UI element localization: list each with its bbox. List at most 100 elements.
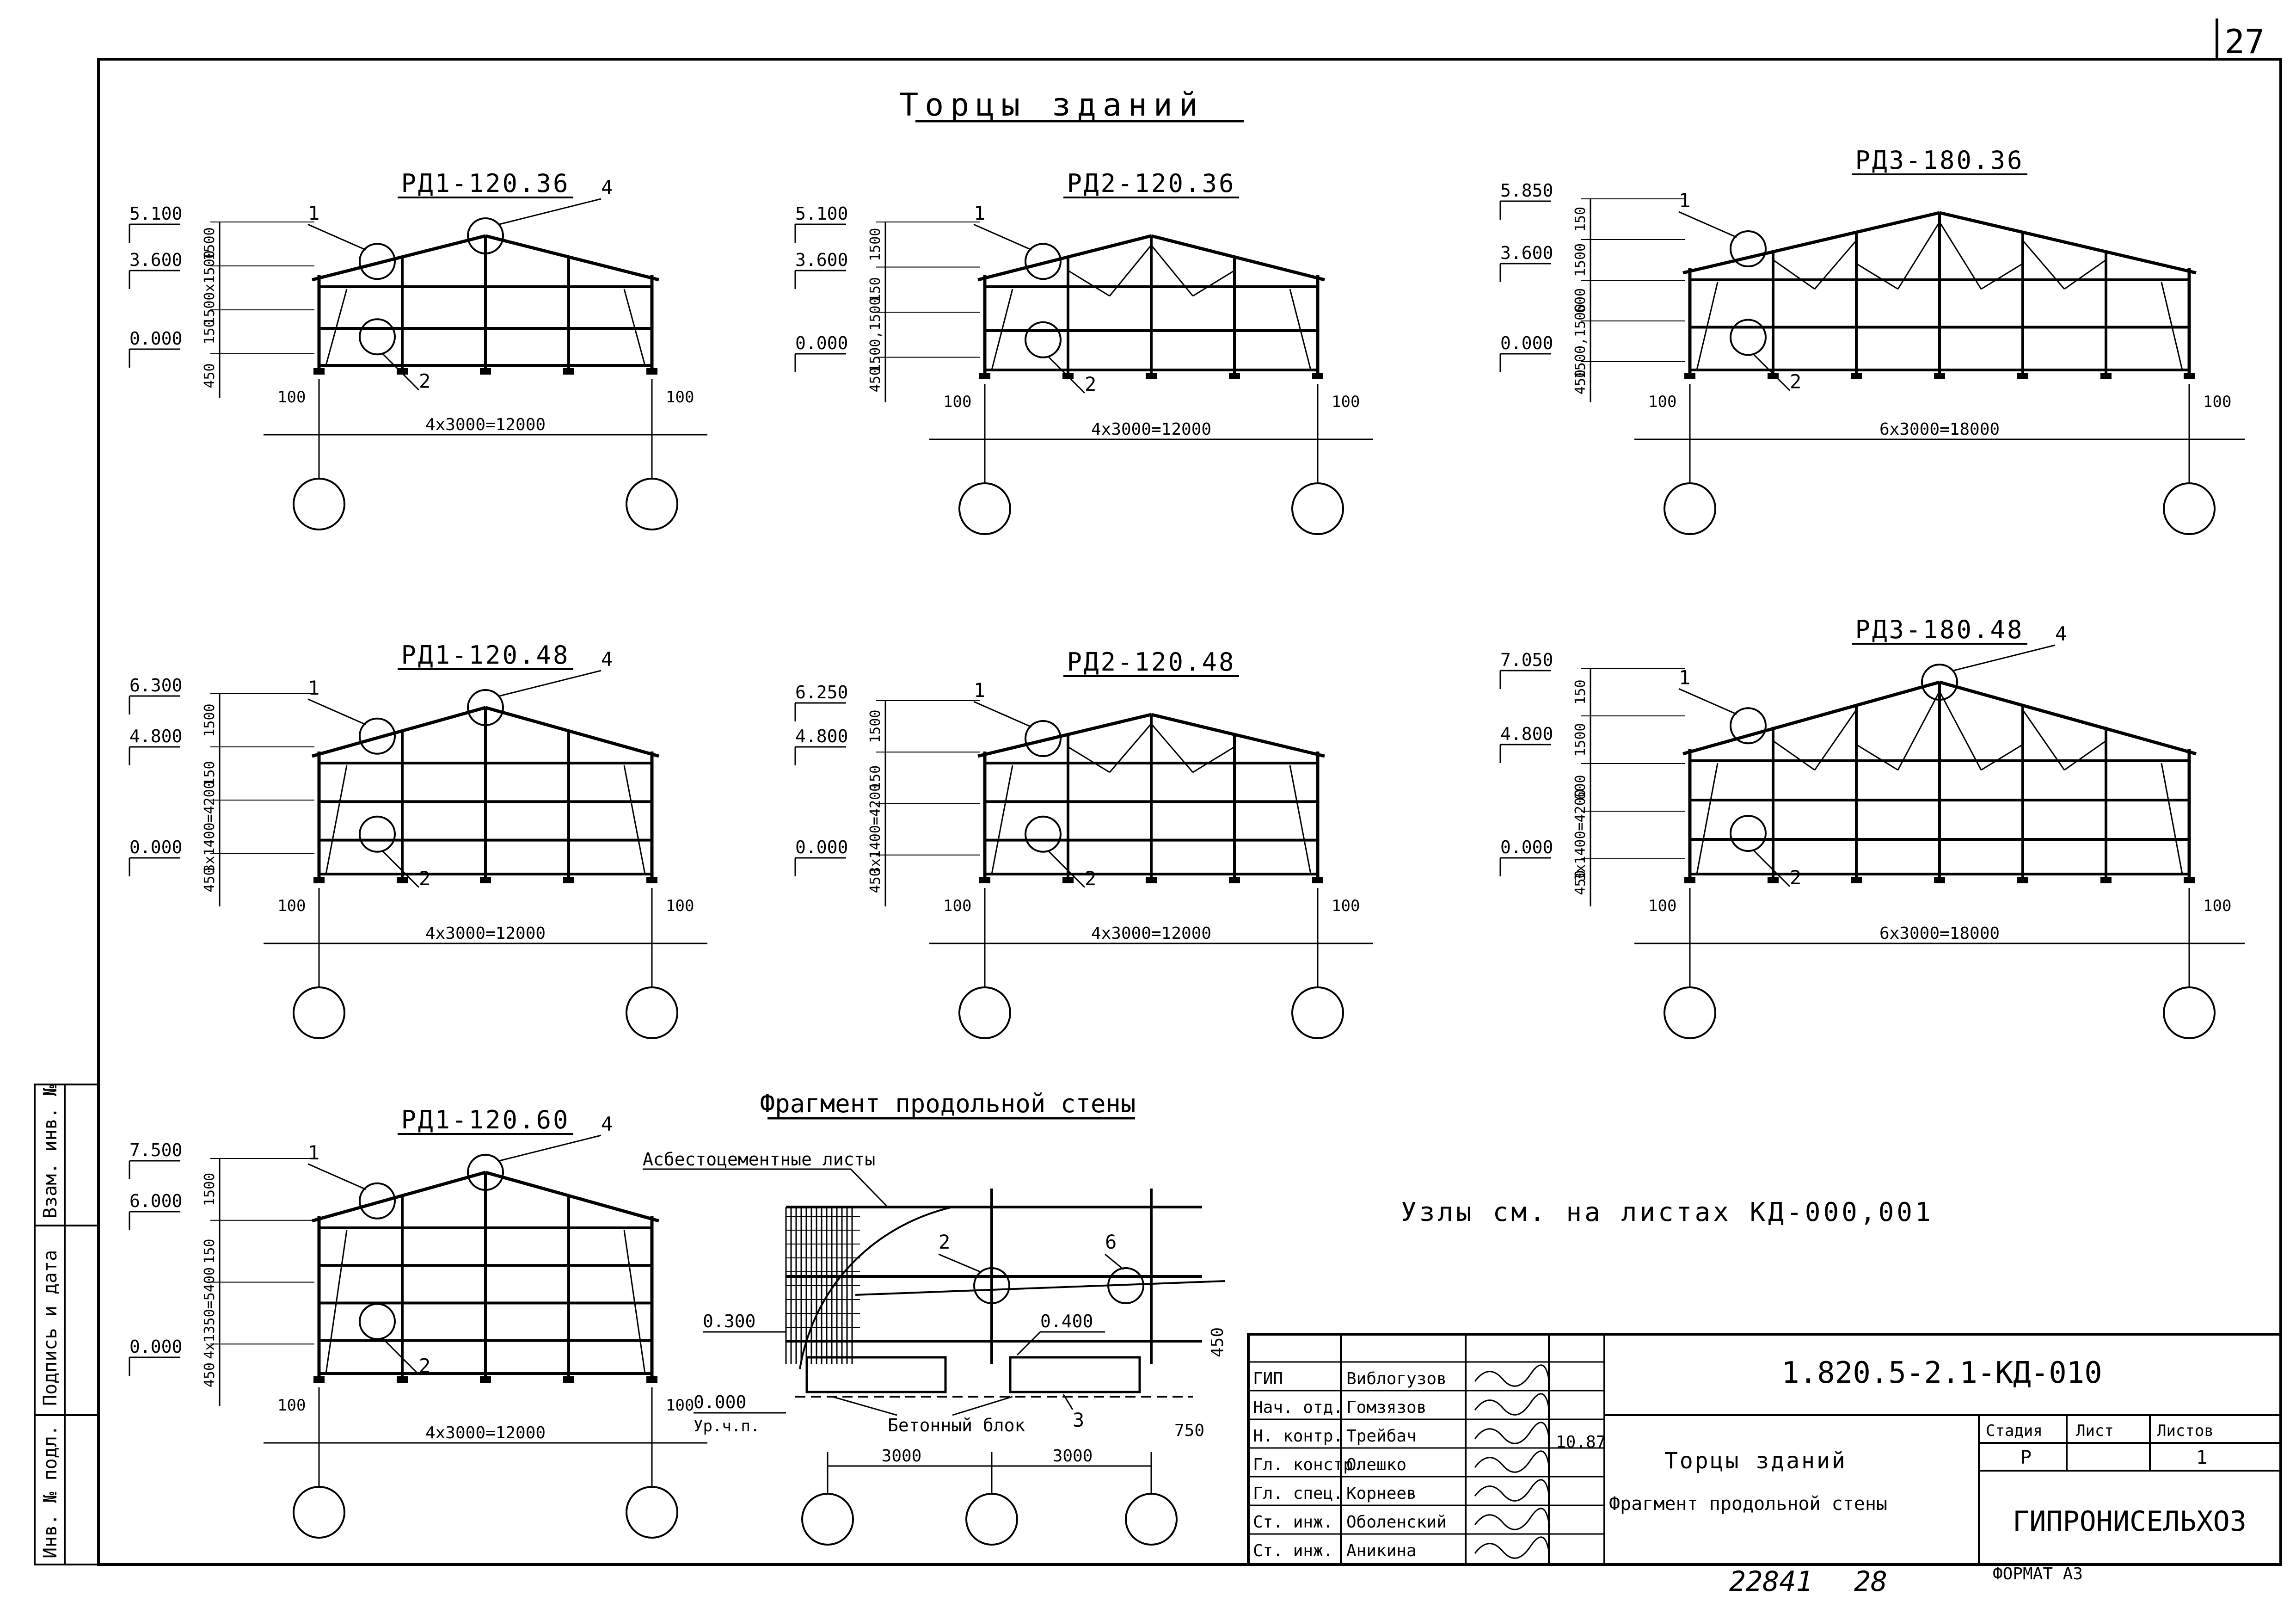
frame-truss (1897, 222, 1940, 290)
node-number: 1 (1679, 189, 1690, 212)
end-frame: РД1-120.607.5006.0000.00015001504x1350=5… (129, 1105, 707, 1539)
span-dimension: 4x3000=12000 (1091, 420, 1211, 439)
frame-rafter (1682, 211, 1940, 275)
edge-dimension: 100 (2203, 393, 2231, 411)
height-dimension: 4x1350=5400 (202, 1267, 218, 1359)
elevation-mark: 5.100 (129, 203, 182, 224)
height-dimension: 600 (1572, 775, 1589, 800)
frame-truss (1897, 691, 1940, 770)
elevation-mark: 0.000 (1500, 333, 1553, 353)
height-dimension: 3x1400=4200 (202, 781, 218, 873)
elevation-mark: 6.300 (129, 675, 182, 696)
frame-rafter (312, 706, 486, 758)
node-callout (359, 243, 396, 280)
frame-truss (1150, 723, 1194, 773)
stamp-replace-inv: Взам. инв. № (40, 1085, 61, 1219)
height-dimension: 1500 (867, 710, 884, 743)
column-base (1062, 877, 1074, 883)
frame-truss (1150, 245, 1194, 296)
column-base (1229, 373, 1240, 379)
column-base (1229, 877, 1240, 883)
frame-rafter (485, 234, 659, 282)
frame-truss (1814, 240, 1857, 290)
signature-scribble (1474, 1422, 1550, 1444)
height-dimension: 1500 (202, 703, 218, 737)
node-number: 2 (419, 1355, 430, 1377)
tb-name: Аникина (1346, 1541, 1417, 1560)
column-base (313, 877, 325, 883)
organization: ГИПРОНИСЕЛЬХОЗ (2013, 1505, 2247, 1538)
elevation-mark: 0.000 (795, 837, 848, 857)
frame-truss (1773, 740, 1815, 771)
elevation-mark: 7.050 (1500, 650, 1553, 670)
frame-brace (991, 765, 1013, 875)
frame-truss (2022, 240, 2065, 290)
dim-450: 450 (1208, 1327, 1227, 1357)
sheet-title-1: Торцы зданий (1664, 1448, 1847, 1474)
dim-750: 750 (1174, 1421, 1204, 1440)
sheets-total: 1 (2196, 1447, 2207, 1468)
end-frame: РД3-180.365.8503.6000.00015015006001500,… (1499, 146, 2245, 535)
node-callout (359, 1303, 396, 1340)
frame-title: РД3-180.48 (1855, 615, 2024, 644)
column-base (480, 877, 491, 883)
node-callout (359, 717, 396, 755)
height-dimension: 1500 (1572, 723, 1589, 756)
edge-dimension: 100 (1332, 393, 1360, 411)
frame-truss (1068, 270, 1110, 297)
frame-rafter (485, 706, 659, 758)
frame-truss (1981, 263, 2023, 290)
node-number: 2 (419, 867, 430, 890)
column-base (1146, 877, 1157, 883)
span-dimension: 6x3000=18000 (1879, 420, 2000, 439)
frame-brace (325, 765, 348, 875)
height-dimension: 450 (202, 1362, 218, 1387)
wall-fragment: Фрагмент продольной стены Асбестоцементн… (643, 1089, 1227, 1546)
frame-rafter (1939, 680, 2197, 756)
frame-truss (1814, 709, 1857, 770)
elevation-mark: 4.800 (795, 726, 848, 746)
node-number: 2 (1790, 866, 1801, 889)
column-base (397, 1376, 408, 1383)
column-base (979, 877, 990, 883)
column-base (646, 368, 657, 375)
end-frame: РД2-120.365.1003.6000.00015001501500,150… (794, 169, 1373, 535)
height-dimension: 3x1400=4200 (867, 783, 884, 875)
frame-truss (1773, 259, 1815, 290)
height-dimension: 1500 (867, 228, 884, 261)
span-dimension: 4x3000=12000 (425, 1423, 546, 1442)
frame-brace (991, 289, 1013, 370)
node-callout (467, 1154, 504, 1191)
nodes-note: Узлы см. на листах КД-000,001 (1401, 1197, 1934, 1227)
edge-dimension: 100 (943, 897, 971, 915)
leader-line (307, 223, 366, 251)
frame-brace (1289, 765, 1312, 875)
column-base (1768, 877, 1779, 883)
node-callout (1730, 319, 1767, 356)
column-base (2017, 877, 2028, 883)
edge-dimension: 100 (2203, 897, 2231, 915)
fragment-title: Фрагмент продольной стены (760, 1089, 1136, 1118)
leader-line (381, 1337, 420, 1375)
height-dimension: 150 (202, 761, 218, 786)
node-number: 1 (308, 677, 319, 699)
column-base (2184, 877, 2195, 883)
elevation-mark: 3.600 (795, 250, 848, 270)
signature-scribble (1474, 1508, 1550, 1530)
elevation-mark: 3.600 (1500, 243, 1553, 263)
frame-brace (1696, 763, 1719, 875)
height-dimension: 1500x1500 (202, 250, 218, 326)
node-number: 1 (308, 1141, 319, 1164)
doc-code: 1.820.5-2.1-КД-010 (1781, 1356, 2102, 1390)
node-number: 1 (974, 679, 985, 702)
elevation-mark: 0.000 (1500, 837, 1553, 857)
main-title: Торцы зданий (899, 87, 1204, 123)
stamp-inv-podl: Инв. № подл. (40, 1425, 61, 1559)
node-callout (359, 815, 396, 853)
frame-title: РД1-120.60 (401, 1105, 570, 1134)
elevation-mark: 4.800 (129, 726, 182, 746)
dim-3000-a: 3000 (882, 1447, 922, 1466)
frame-brace (623, 289, 646, 366)
height-dimension: 600 (1572, 288, 1589, 313)
